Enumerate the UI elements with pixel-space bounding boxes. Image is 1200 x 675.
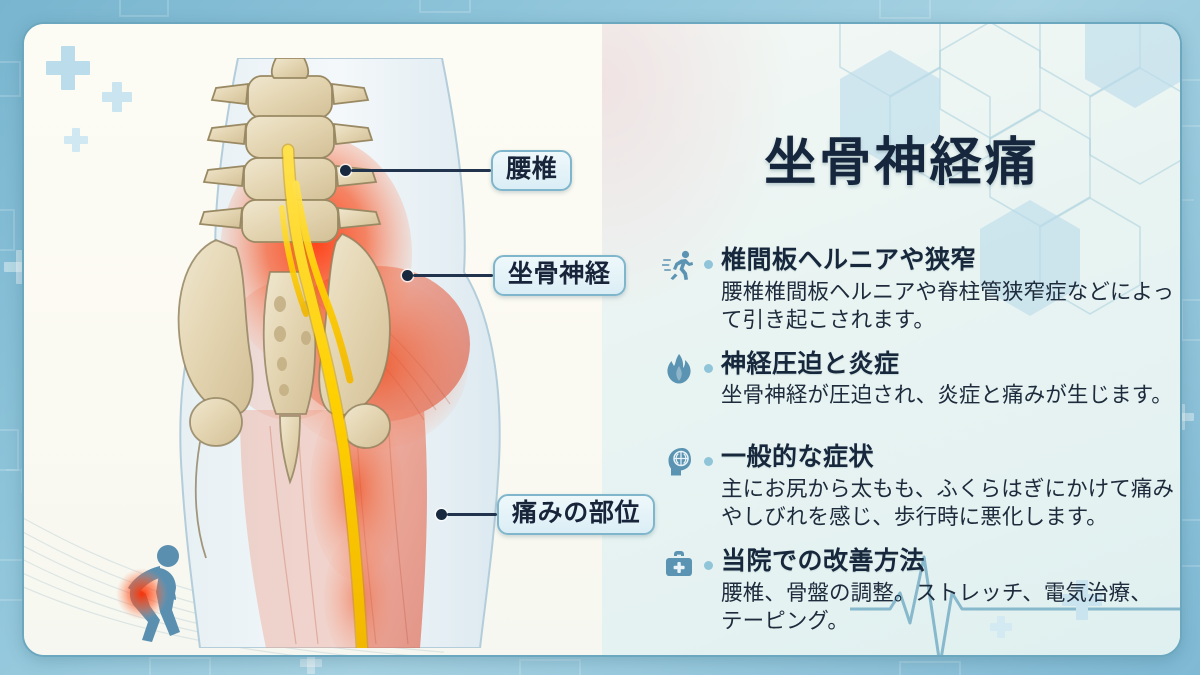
info-item-text: 神経圧迫と炎症 坐骨神経が圧迫され、炎症と痛みが生じます。	[721, 349, 1173, 410]
info-item: 椎間板ヘルニアや狭窄 腰椎椎間板ヘルニアや脊柱管狭窄症などによっ て引き起こされ…	[662, 246, 1175, 334]
info-item-heading: 一般的な症状	[721, 443, 875, 472]
item-bullet	[704, 260, 713, 269]
info-item: 一般的な症状 主にお尻から太もも、ふくらはぎにかけて痛み やしびれを感じ、歩行時…	[662, 443, 1175, 531]
info-item-body-line: テーピング。	[721, 608, 849, 633]
info-item-body: 坐骨神経が圧迫され、炎症と痛みが生じます。	[721, 381, 1173, 409]
info-item-body-line: 坐骨神経が圧迫され、炎症と痛みが生じます。	[721, 383, 1173, 408]
callout-label-lumbar: 腰椎	[491, 150, 573, 191]
info-item-heading: 椎間板ヘルニアや狭窄	[721, 246, 977, 274]
info-item-text: 椎間板ヘルニアや狭窄 腰椎椎間板ヘルニアや脊柱管狭窄症などによっ て引き起こされ…	[721, 246, 1175, 334]
info-item-body-line: て引き起こされます。	[721, 307, 935, 332]
callout-anchor-dot	[402, 270, 413, 281]
item-bullet	[704, 363, 713, 373]
page-title: 坐骨神経痛	[764, 134, 1040, 192]
callout-label-sciatic-nerve: 坐骨神経	[493, 255, 626, 296]
callout-leader-line	[413, 274, 493, 277]
info-item-heading: 当院での改善方法	[721, 547, 926, 576]
callout-anchor-dot	[436, 509, 447, 520]
info-item-body: 腰椎、骨盤の調整。ストレッチ、電気治療、 テーピング。	[721, 579, 1164, 635]
info-item-text: 当院での改善方法 腰椎、骨盤の調整。ストレッチ、電気治療、 テーピング。	[721, 547, 1164, 635]
callout-anchor-dot	[340, 165, 351, 176]
callout-label-pain-area: 痛みの部位	[497, 494, 656, 535]
info-item-text: 一般的な症状 主にお尻から太もも、ふくらはぎにかけて痛み やしびれを感じ、歩行時…	[721, 443, 1175, 531]
info-item-body-line: やしびれを感じ、歩行時に悪化します。	[721, 505, 1108, 530]
callout-sciatic-nerve: 坐骨神経	[402, 255, 626, 296]
callout-pain-area: 痛みの部位	[436, 494, 656, 535]
info-item-heading: 神経圧迫と炎症	[721, 349, 900, 378]
info-item: 神経圧迫と炎症 坐骨神経が圧迫され、炎症と痛みが生じます。	[662, 349, 1173, 410]
item-bullet	[704, 561, 713, 571]
info-item-body-line: 腰椎、骨盤の調整。ストレッチ、電気治療、	[721, 580, 1152, 605]
head-brain-icon	[662, 445, 696, 479]
info-item-list: 椎間板ヘルニアや狭窄 腰椎椎間板ヘルニアや脊柱管狭窄症などによっ て引き起こされ…	[662, 246, 1175, 653]
callout-lumbar: 腰椎	[340, 150, 573, 191]
running-person-icon	[662, 248, 696, 282]
info-item-body: 主にお尻から太もも、ふくらはぎにかけて痛み やしびれを感じ、歩行時に悪化します。	[721, 475, 1175, 531]
info-item-body: 腰椎椎間板ヘルニアや脊柱管狭窄症などによっ て引き起こされます。	[721, 278, 1175, 334]
information-panel: 坐骨神経痛	[624, 24, 1180, 655]
callout-leader-line	[351, 169, 491, 172]
flame-icon	[662, 352, 696, 386]
item-bullet	[704, 457, 713, 467]
callout-leader-line	[447, 513, 497, 516]
info-item: 当院での改善方法 腰椎、骨盤の調整。ストレッチ、電気治療、 テーピング。	[662, 547, 1164, 635]
info-item-body-line: 腰椎椎間板ヘルニアや脊柱管狭窄症などによっ	[721, 279, 1175, 304]
anatomy-illustration	[120, 58, 560, 648]
person-with-back-pain-icon	[102, 536, 208, 644]
content-card: 腰椎 坐骨神経 痛みの部位 坐骨神経痛	[22, 22, 1182, 657]
info-item-body-line: 主にお尻から太もも、ふくらはぎにかけて痛み	[721, 476, 1175, 501]
medical-kit-icon	[662, 549, 696, 583]
